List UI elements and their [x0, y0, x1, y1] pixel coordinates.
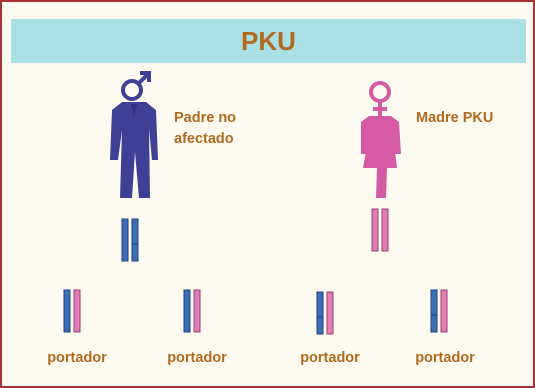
- slide-title: PKU: [241, 25, 296, 56]
- offspring-3-chromosomes: [316, 291, 334, 335]
- offspring-3-label: portador: [300, 350, 360, 366]
- offspring-1-chromosomes: [63, 289, 81, 333]
- mother-figure: [361, 81, 401, 198]
- male-symbol-icon: [121, 71, 151, 101]
- offspring-4-chromosomes: [430, 289, 448, 333]
- mother-chromosome-pair: [371, 208, 389, 252]
- title-bar: PKU: [11, 19, 526, 63]
- female-symbol-icon: [369, 81, 391, 116]
- offspring-4-label: portador: [415, 350, 475, 366]
- father-body: [110, 102, 158, 198]
- father-figure: [110, 71, 158, 198]
- offspring-2-chromosomes: [183, 289, 201, 333]
- mother-label: Madre PKU: [416, 110, 494, 126]
- father-label: Padre no afectado: [174, 110, 237, 147]
- father-chromosome-pair: [121, 218, 139, 262]
- offspring-1-label: portador: [47, 350, 107, 366]
- offspring-2-label: portador: [167, 350, 227, 366]
- mother-body: [361, 116, 401, 198]
